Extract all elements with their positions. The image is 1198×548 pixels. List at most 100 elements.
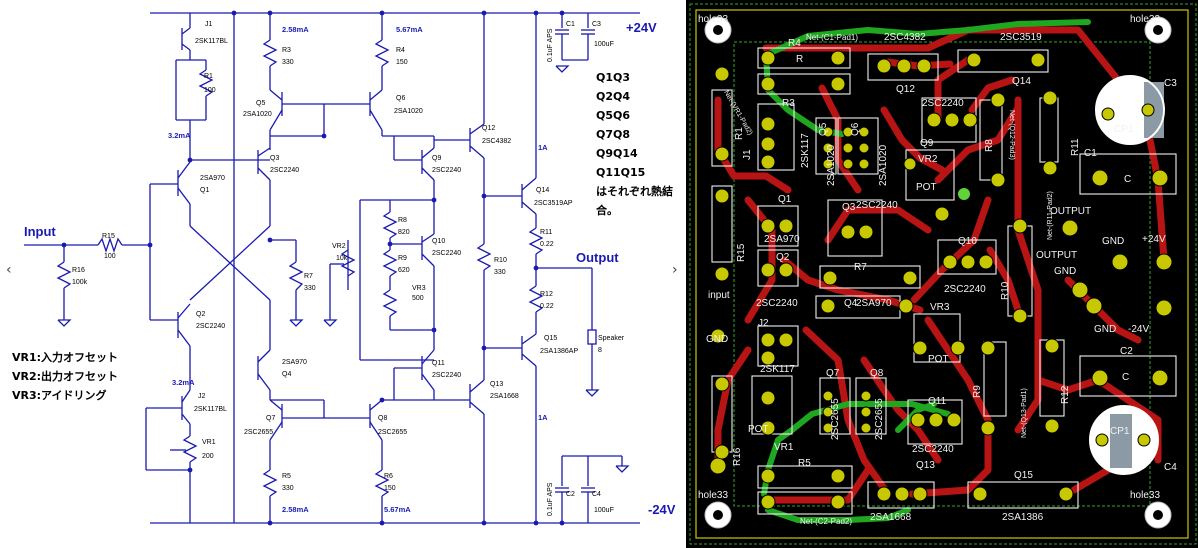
part-value: 0.22 [540, 303, 554, 310]
part-label: R3 [282, 47, 291, 54]
current-label: 1A [538, 143, 548, 152]
part-label: R11 [540, 229, 552, 236]
mounting-holes [704, 16, 1172, 529]
part-value: 0.1uF APS [547, 28, 554, 62]
trimmer-notes: VR1:入力オフセット VR2:出力オフセット VR3:アイドリング [12, 348, 118, 405]
pcb-ref: CP1 [1110, 426, 1130, 437]
part-value: 2SA1020 [394, 108, 423, 115]
pcb-label: hole33 [698, 490, 728, 501]
part-value: 2SC2655 [244, 429, 273, 436]
part-label: Q6 [396, 95, 405, 102]
part-label: Speaker [598, 335, 625, 342]
pcb-ref: R16 [732, 447, 743, 466]
pair-item: Q2Q4 [596, 90, 631, 103]
label-input: Input [24, 224, 56, 239]
pcb-value: 2SC2240 [856, 200, 898, 211]
pcb-value: 2SC3519 [1000, 32, 1042, 43]
pcb-value: POT [916, 182, 937, 193]
pcb-ref: J2 [758, 318, 769, 329]
pcb-value: 2SA970 [764, 234, 800, 245]
part-value: 2SA970 [200, 175, 225, 182]
pcb-ref: Q2 [776, 252, 790, 263]
pcb-ref: VR3 [930, 302, 950, 313]
pcb-label: GND [1102, 236, 1124, 247]
pcb-value: 2SC2240 [912, 444, 954, 455]
part-value: 100 [104, 253, 116, 260]
part-label: Q8 [378, 415, 387, 422]
current-label: 3.2mA [168, 131, 191, 140]
part-value: 2SA1668 [490, 393, 519, 400]
pcb-value: 2SA1020 [878, 144, 889, 186]
pcb-label: OUTPUT [1036, 250, 1077, 261]
part-value: 820 [398, 229, 410, 236]
pcb-value: 2SC2655 [874, 398, 885, 440]
pcb-value: 2SC4382 [884, 32, 926, 43]
pcb-ref: R15 [736, 243, 747, 262]
part-label: Q13 [490, 381, 503, 388]
pcb-ref: Q13 [916, 460, 935, 471]
part-label: Q14 [536, 187, 549, 194]
schematic-panel: +24V -24V Input Output 2.58mA 5.67mA 3.2… [0, 0, 686, 548]
pcb-ref: Q7 [826, 368, 840, 379]
part-value: 2SC2240 [432, 372, 461, 379]
pcb-value: 2SA1386 [1002, 512, 1044, 523]
part-label: VR1 [202, 439, 216, 446]
electrolytic-capacitors [1089, 75, 1165, 475]
pcb-layout: hole33 hole33 hole33 hole33 Net-(C1-Pad1… [689, 3, 1197, 545]
part-label: R9 [398, 255, 407, 262]
part-label: Q9 [432, 155, 441, 162]
pcb-ref: Q1 [778, 194, 792, 205]
pcb-ref: R7 [854, 262, 867, 273]
pcb-value: C [1122, 372, 1129, 383]
pcb-ref: R4 [788, 38, 801, 49]
part-label: Q7 [266, 415, 275, 422]
part-value: 2SC2240 [432, 250, 461, 257]
part-label: VR2 [332, 243, 346, 250]
label-supply-pos: +24V [626, 20, 657, 35]
pcb-net-label: Net-(Q12-Pad3) [1008, 110, 1015, 160]
pcb-ref: R10 [1000, 281, 1011, 300]
pcb-ref: Q4 [844, 298, 858, 309]
part-value: 150 [396, 59, 408, 66]
pcb-value: 2SC2240 [922, 98, 964, 109]
pcb-ref: Q15 [1014, 470, 1033, 481]
part-label: Q1 [200, 187, 209, 194]
pcb-label: hole33 [1130, 14, 1160, 25]
pcb-ref: R9 [972, 385, 983, 398]
pcb-net-label: Net-(Q13-Pad1) [1021, 388, 1028, 438]
pcb-ref: Q8 [870, 368, 884, 379]
pcb-panel: hole33 hole33 hole33 hole33 Net-(C1-Pad1… [688, 0, 1198, 548]
pcb-ref: VR2 [918, 154, 938, 165]
part-value: 8 [598, 347, 602, 354]
part-value: 2SC2240 [270, 167, 299, 174]
current-label: 5.67mA [384, 505, 411, 514]
part-label: Q12 [482, 125, 495, 132]
pcb-label: -24V [1128, 324, 1149, 335]
part-value: 200 [202, 453, 214, 460]
pcb-ref: CP1 [1114, 124, 1134, 135]
part-value: 2SC2240 [432, 167, 461, 174]
part-value: 100uF [594, 41, 614, 48]
part-value: 2SC3519AP [534, 200, 573, 207]
pcb-ref: R12 [1060, 385, 1071, 404]
pcb-ref: Q3 [842, 202, 856, 213]
current-label: 2.58mA [282, 505, 309, 514]
part-label: R7 [304, 273, 313, 280]
prev-image-chevron-icon[interactable]: ‹ [6, 262, 12, 278]
part-value: 100 [204, 87, 216, 94]
part-value: 2SA970 [282, 359, 307, 366]
pcb-ref: Q10 [958, 236, 977, 247]
part-value: 0.22 [540, 241, 554, 248]
part-label: C1 [566, 21, 575, 28]
pair-item: Q11Q15 [596, 166, 646, 179]
pcb-value: POT [928, 354, 949, 365]
pcb-ref: Q6 [850, 122, 861, 136]
pcb-ref: R1 [734, 127, 745, 140]
note-item: VR1:入力オフセット [12, 351, 119, 364]
pcb-ref: C4 [1164, 462, 1177, 473]
part-label: Q2 [196, 311, 205, 318]
part-value: 2SA1386AP [540, 348, 578, 355]
next-image-chevron-icon[interactable]: › [672, 262, 678, 278]
part-label: R8 [398, 217, 407, 224]
pair-item: Q9Q14 [596, 147, 638, 160]
